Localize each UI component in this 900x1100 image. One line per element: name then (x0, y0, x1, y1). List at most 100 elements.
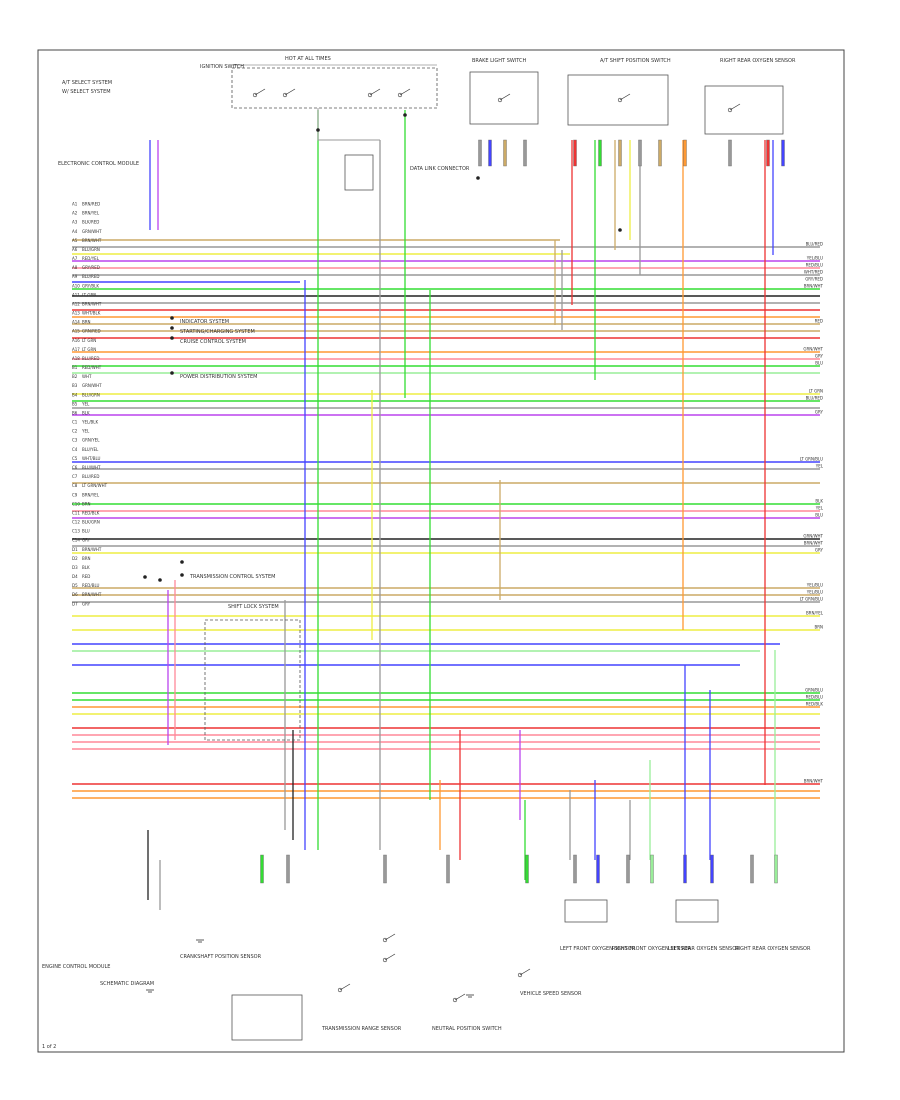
ecm-pin-number: D6 (72, 592, 78, 597)
ecm-pin-wire: GRN/RED (82, 329, 101, 334)
ecm-pin-number: D7 (72, 601, 78, 606)
brake-light-switch-box (469, 71, 539, 125)
ecm-pin-number: A14 (72, 320, 80, 325)
right-edge-wire-label: BRN/YEL (806, 611, 824, 616)
ecm-pin-number: A10 (72, 283, 80, 288)
splice-dot (170, 316, 174, 320)
ecm-pin-number: C3 (72, 438, 78, 443)
ecm-pin-number: A16 (72, 338, 80, 343)
ecm-pin-wire: RED/YEL (82, 256, 100, 261)
ecm-pin-wire: GRN/WHT (82, 383, 102, 388)
splice-dot (180, 560, 184, 564)
ecm-pin-number: B4 (72, 392, 78, 397)
ecm-pin-number: B5 (72, 401, 78, 406)
switch-blade (454, 993, 466, 1001)
ecm-pin-wire: BRN (82, 501, 91, 506)
left-front-oxygen-label: LEFT FRONT OXYGEN SENSOR (560, 946, 636, 952)
ecm-pin-wire: BRN/WHT (82, 301, 102, 306)
splice-dot (143, 575, 147, 579)
ecm-pin-wire: WHT/BLU (82, 456, 101, 461)
splice-dot (180, 573, 184, 577)
ecm-pin-wire: WHT/BLK (82, 311, 101, 316)
right-edge-wire-label: LT GRN (809, 389, 823, 394)
connector-pin (525, 854, 529, 884)
ecm-pin-wire: BRN/YEL (82, 211, 100, 216)
ecm-pin-wire: BRN (82, 320, 91, 325)
connector-pin (286, 854, 290, 884)
connector-pin (728, 139, 732, 167)
engine-control-module-label: ENGINE CONTROL MODULE (42, 964, 110, 970)
ecm-pin-wire: BLK (82, 410, 90, 415)
rear-oxygen-sensor-box (704, 85, 784, 135)
bottom-components: ENGINE CONTROL MODULE SCHEMATIC DIAGRAM … (42, 946, 811, 1032)
ecm-pin-wire: RED (82, 574, 90, 579)
right-edge-wire-label: BRN/WHT (804, 284, 824, 289)
ecm-pin-number: B1 (72, 365, 78, 370)
ecm-pin-wire: BLK/GRN (82, 520, 100, 525)
switch-blade (369, 88, 381, 96)
schematic-diagram-label: SCHEMATIC DIAGRAM (100, 981, 154, 987)
connector-pin (658, 139, 662, 167)
ecm-pin-number: A9 (72, 274, 78, 279)
right-edge-wire-label: RED/BLK (806, 702, 824, 707)
rear-oxygen-sensor-label: RIGHT REAR OXYGEN SENSOR (720, 58, 796, 64)
connector-pin (766, 139, 770, 167)
ecm-pin-number: D3 (72, 565, 78, 570)
diagram-frame (37, 49, 845, 1053)
ecm-pin-number: A6 (72, 247, 78, 252)
ecm-pin-number: C12 (72, 520, 80, 525)
switch-blade (339, 983, 351, 991)
splice-dot (403, 113, 407, 117)
ecm-lower-module-box (204, 619, 301, 741)
mid-notes: INDICATOR SYSTEM STARTING/CHARGING SYSTE… (180, 319, 279, 610)
ecm-pin-wire: LT GRN (82, 292, 96, 297)
ecm-pin-wire: BLU/YEL (82, 447, 99, 452)
splice-dot (170, 336, 174, 340)
legend: A/T SELECT SYSTEM W/ SELECT SYSTEM (62, 80, 112, 95)
ecm-pin-wire: RED/BLU (82, 583, 100, 588)
ecm-pin-number: C11 (72, 510, 80, 515)
neutral-position-switch-label: NEUTRAL POSITION SWITCH (432, 1026, 502, 1032)
top-components: IGNITION SWITCH HOT AT ALL TIMES BRAKE L… (58, 56, 796, 172)
wires-layer (72, 64, 820, 910)
ecm-label: ELECTRONIC CONTROL MODULE (58, 161, 139, 167)
connector-pin (573, 854, 577, 884)
right-edge-wire-label: BLU/RED (806, 396, 823, 401)
splice-dot (618, 228, 622, 232)
ecm-pin-number: A7 (72, 256, 78, 261)
ecm-pin-number: D4 (72, 574, 78, 579)
ecm-pin-wire: BLU (82, 529, 90, 534)
ecm-pin-wire: YEL/BLK (81, 420, 99, 425)
connector-pin (573, 139, 577, 167)
splice-dot (158, 578, 162, 582)
bus-line (317, 108, 380, 141)
connector-pin (774, 854, 778, 884)
ecm-pin-number: B2 (72, 374, 78, 379)
ecm-pin-wire: GRN/WHT (82, 229, 102, 234)
connector-pin (478, 139, 482, 167)
left-rear-oxygen-sensor-box (675, 899, 719, 923)
right-edge-wire-label: RED (815, 319, 823, 324)
connector-pin (683, 854, 687, 884)
splice-dot (316, 128, 320, 132)
ecm-pin-number: C7 (72, 474, 78, 479)
ecm-pin-wire: BRN/YEL (82, 492, 100, 497)
right-front-oxygen-label: RIGHT FRONT OXYGEN SENSOR (612, 946, 692, 952)
connector-pin (383, 854, 387, 884)
ecm-pin-number: C6 (72, 465, 78, 470)
right-edge-wire-label: RED/BLU (806, 263, 824, 268)
legend-item: A/T SELECT SYSTEM (62, 80, 112, 86)
ecm-pin-wire: YEL (81, 429, 90, 434)
shift-lock-note: SHIFT LOCK SYSTEM (228, 604, 279, 610)
ecm-pin-wire: BRN (82, 556, 91, 561)
ecm-pin-wire: LT GRN/WHT (82, 483, 108, 488)
switch-blade (384, 933, 396, 941)
right-edge-wire-label: BLU (815, 361, 823, 366)
ecm-pin-number: C2 (72, 429, 78, 434)
transmission-control-note: TRANSMISSION CONTROL SYSTEM (189, 574, 275, 580)
right-edge-wire-label: BRN/WHT (804, 779, 824, 784)
right-edge-wire-label: BRN (814, 625, 823, 630)
ecm-pin-number: C13 (72, 529, 80, 534)
